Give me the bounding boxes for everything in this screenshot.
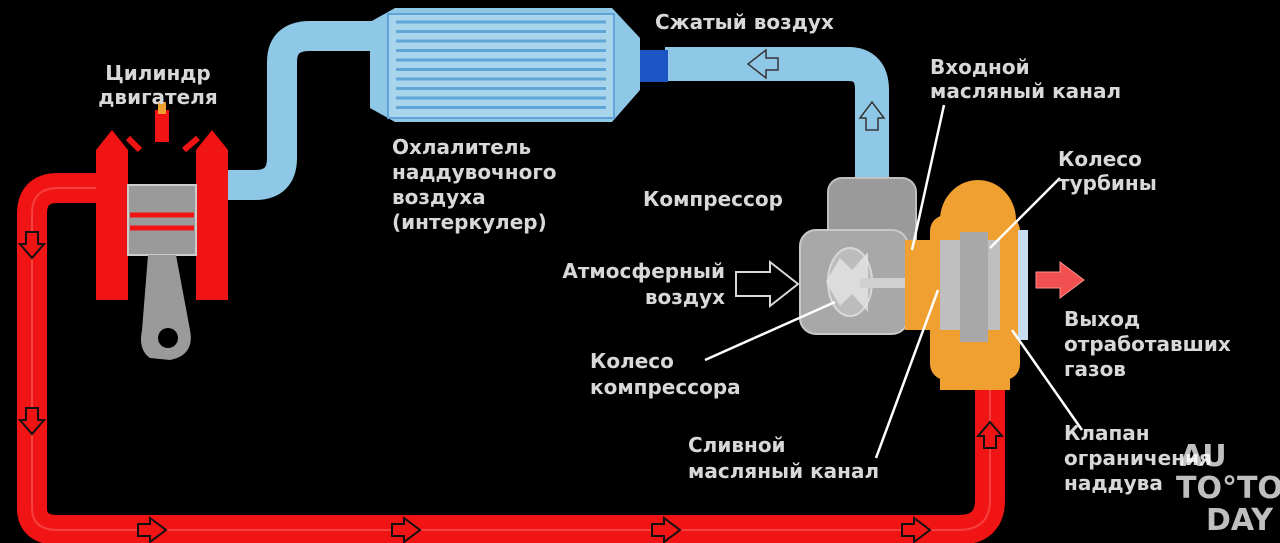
wastegate-label-3: наддува bbox=[1064, 471, 1163, 495]
flow-arrow-icon bbox=[17, 231, 1005, 543]
compressor-wheel-label-1: Колесо bbox=[590, 349, 674, 373]
atmospheric-air-label-1: Атмосферный bbox=[562, 259, 725, 283]
compressed-air-label: Сжатый воздух bbox=[655, 10, 834, 34]
compressed-air-pipe bbox=[215, 21, 395, 200]
flow-arrow-icon-air bbox=[746, 48, 886, 131]
intercooler bbox=[370, 8, 668, 122]
cylinder-label-2: двигателя bbox=[98, 85, 217, 109]
wastegate-label-1: Клапан bbox=[1064, 421, 1150, 445]
wastegate-label-2: ограничения bbox=[1064, 446, 1212, 470]
compressor-wheel-label-2: компрессора bbox=[590, 375, 741, 399]
turbine-wheel-label-2: турбины bbox=[1058, 171, 1157, 195]
exhaust-arrow-icon bbox=[1035, 261, 1085, 299]
oil-inlet-label-1: Входной bbox=[930, 55, 1030, 79]
turbine bbox=[905, 180, 1028, 390]
engine-cylinder bbox=[96, 102, 228, 360]
intercooler-label-2: наддувочного bbox=[392, 160, 557, 184]
turbine-wheel-label-1: Колесо bbox=[1058, 147, 1142, 171]
compressed-air-pipe-right bbox=[665, 47, 889, 185]
oil-drain-label-2: масляный канал bbox=[688, 459, 879, 483]
cylinder-label-1: Цилиндр bbox=[105, 61, 211, 85]
exhaust-label-2: отработавших bbox=[1064, 332, 1231, 356]
intercooler-label-3: воздуха bbox=[392, 185, 486, 209]
oil-drain-label-1: Сливной bbox=[688, 433, 786, 457]
watermark-logo: AU TO°TO DAY bbox=[1176, 439, 1280, 538]
intercooler-label-1: Охлалитель bbox=[392, 135, 531, 159]
intake-arrow-icon bbox=[735, 259, 800, 309]
oil-inlet-label-2: масляный канал bbox=[930, 79, 1121, 103]
watermark-line-1: AU bbox=[1180, 439, 1227, 474]
watermark-line-2: TO°TO bbox=[1176, 471, 1280, 506]
watermark-line-3: DAY bbox=[1206, 503, 1274, 538]
intercooler-label-4: (интеркулер) bbox=[392, 210, 547, 234]
compressor bbox=[799, 177, 930, 335]
exhaust-label-3: газов bbox=[1064, 357, 1126, 381]
compressor-label: Компрессор bbox=[643, 187, 783, 211]
leader-lines bbox=[704, 104, 1084, 459]
atmospheric-air-label-2: воздух bbox=[645, 285, 725, 309]
exhaust-label-1: Выход bbox=[1064, 307, 1140, 331]
